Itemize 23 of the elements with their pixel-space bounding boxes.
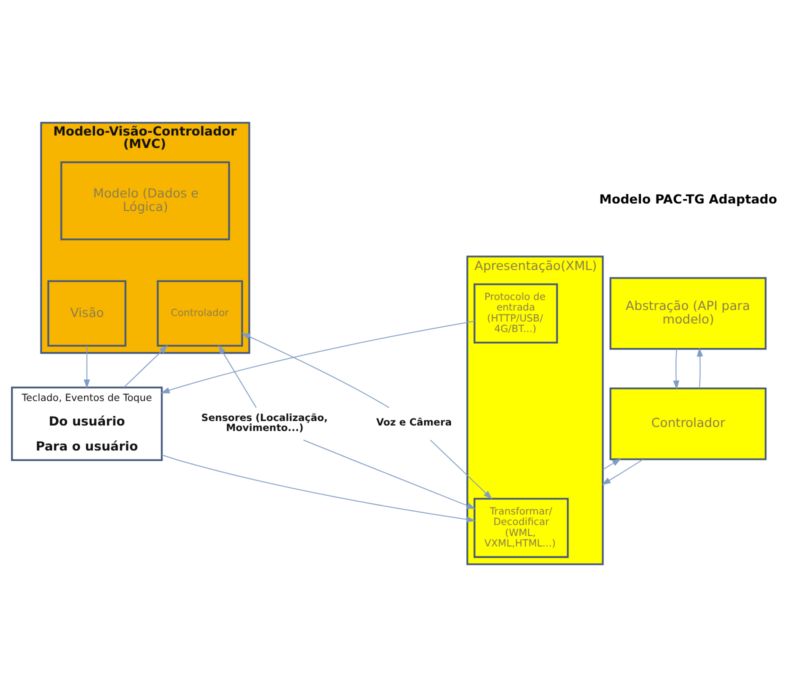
arrow: [303, 440, 476, 509]
node-box: Teclado, Eventos de Toque Do usuário Para o usuário: [11, 386, 163, 462]
node-box: Modelo (Dados e Lógica): [60, 161, 230, 240]
arrow: [84, 346, 90, 389]
arrow: [124, 345, 168, 388]
arrow: [602, 458, 622, 470]
arrow: [161, 454, 476, 523]
label: Modelo PAC-TG Adaptado: [599, 191, 778, 206]
arrow: [218, 344, 257, 408]
arrow: [430, 440, 492, 500]
arrow: [696, 348, 704, 389]
node-box: Protocolo de entrada (HTTP/USB/ 4G/BT...): [474, 283, 558, 344]
node-text: Voz e Câmera: [376, 417, 452, 428]
node-box: Visão: [47, 280, 126, 347]
node-box: Transformar/ Decodificar (WML, VXML,HTML...): [474, 498, 569, 558]
node-box: Controlador: [610, 387, 767, 460]
node-box: Abstração (API para modelo): [610, 277, 767, 350]
arrow: [241, 332, 390, 408]
arrow: [160, 320, 475, 394]
arrow: [673, 348, 680, 390]
node-box: Controlador: [156, 280, 243, 347]
arrow: [602, 458, 644, 485]
node-text: Sensores (Localização, Movimento...): [201, 412, 328, 434]
